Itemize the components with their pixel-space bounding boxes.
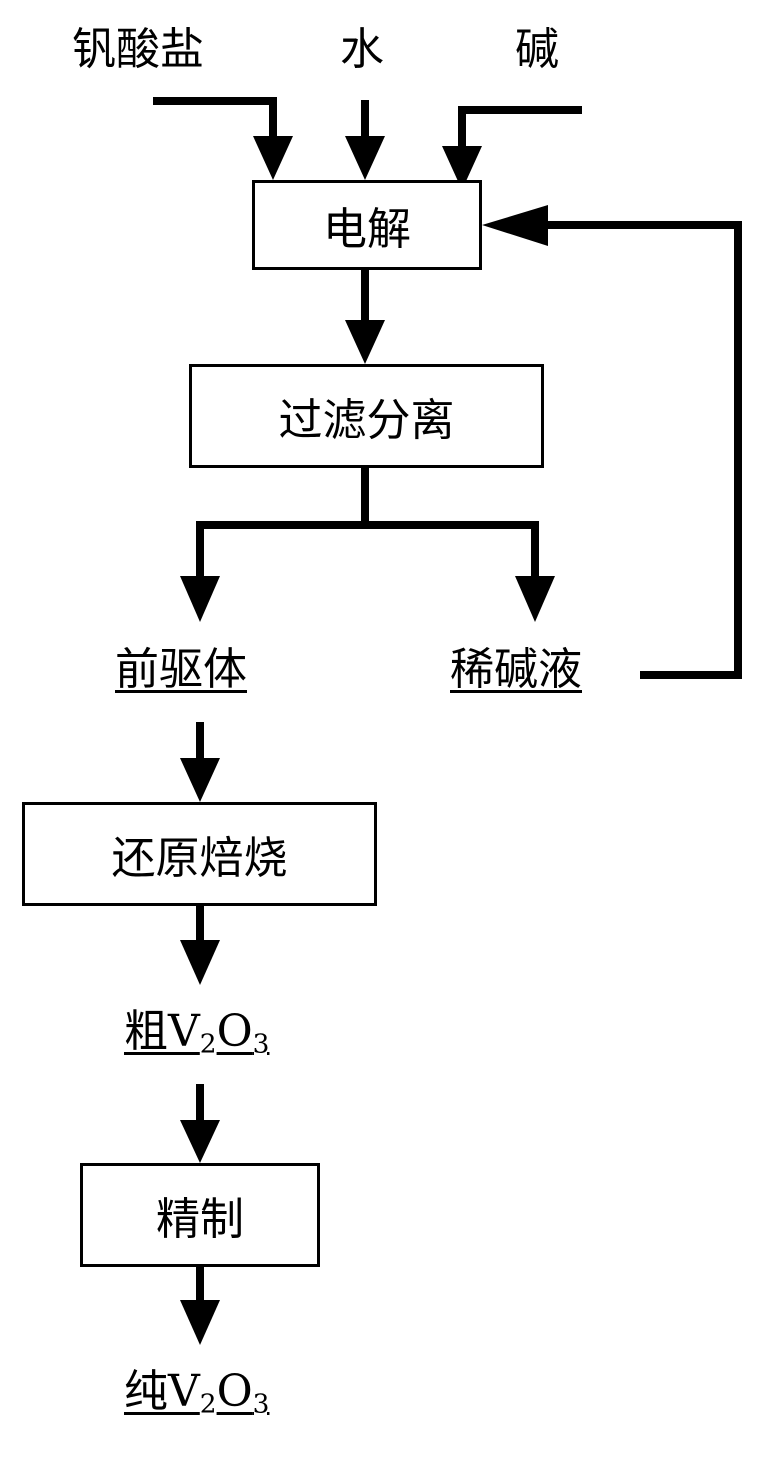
recycle-line [545,221,742,679]
step-reduction-roasting: 还原焙烧 [22,802,377,906]
arrow-alkali [442,146,482,190]
formula-v: V [168,1006,200,1057]
arrow-crude [180,940,220,985]
product-dilute-alkali: 稀碱液 [450,644,582,695]
formula-o-sub: 3 [252,1028,270,1060]
arrow-filtration [345,320,385,364]
formula-v-sub: 2 [199,1388,217,1420]
step-electrolysis: 电解 [252,180,482,270]
arrow-refining [180,1120,220,1163]
step-filtration: 过滤分离 [189,364,544,468]
formula-o-sub: 3 [252,1388,270,1420]
pure-prefix: 纯 [124,1366,168,1417]
step-electrolysis-label: 电解 [323,204,411,255]
input-vanadate: 钒酸盐 [72,24,204,75]
product-pure-v2o3: 纯V2O3 [124,1370,269,1418]
step-filtration-label: 过滤分离 [278,395,455,446]
formula-v-sub: 2 [199,1028,217,1060]
arrow-dilute-alkali [515,576,555,622]
product-precursor: 前驱体 [115,644,247,695]
arrow-pure [180,1300,220,1345]
product-crude-v2o3: 粗V2O3 [124,1010,269,1058]
arrow-roasting [180,758,220,802]
formula-o: O [216,1006,253,1057]
formula-v: V [168,1366,200,1417]
crude-prefix: 粗 [124,1006,168,1057]
formula-o: O [216,1366,253,1417]
input-water: 水 [340,24,384,75]
step-refining-label: 精制 [156,1194,244,1245]
step-reduction-roasting-label: 还原焙烧 [111,833,288,884]
alkali-feed-line [458,106,582,148]
step-refining: 精制 [80,1163,320,1267]
split-line [196,521,539,576]
input-alkali: 碱 [515,24,559,75]
vanadate-feed-line [153,97,277,140]
arrow-water [345,136,385,180]
arrow-precursor [180,576,220,622]
arrow-recycle [482,205,548,246]
arrow-vanadate [253,136,293,180]
